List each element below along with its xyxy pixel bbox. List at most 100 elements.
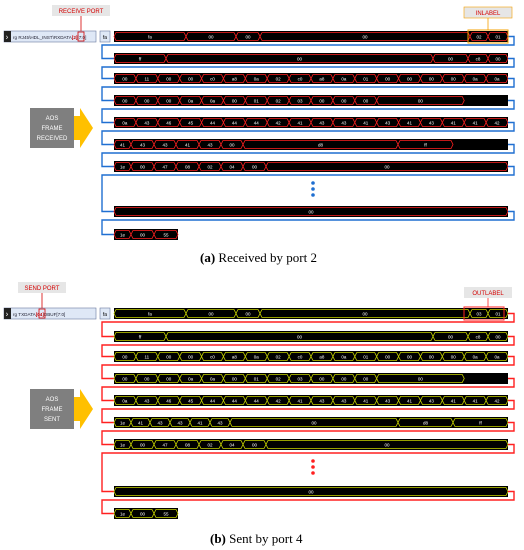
b-bus-value: 00 [448,335,454,340]
b-connector-line [101,443,515,493]
b-arrow-icon [74,389,93,429]
a-bus-value: 00 [495,57,501,62]
b-bus-value-shape [376,396,400,405]
a-bus-value-shape [485,74,509,83]
b-bus-value-shape [113,352,137,361]
a-bus-value: 1e [120,233,126,238]
b-trace-row-2 [114,331,508,342]
a-connector-line [101,77,515,102]
b-connector-line [101,421,515,446]
a-bus-value: 01 [363,77,369,82]
b-bus-value: ff [139,335,142,340]
a-bus-value-shape [220,162,244,171]
b-signal-port: [04] [36,312,45,317]
b-bus-value: 41 [451,399,457,404]
a-bus-value: 0a [122,121,128,126]
a-bus-value: 02 [276,99,282,104]
a-bus-value: 43 [140,143,146,148]
b-bus-value-shape [332,352,356,361]
b-bus-value-shape [265,440,509,449]
a-bus-value: d8 [318,143,324,148]
b-bus-value: 43 [144,399,150,404]
a-port-label-box [52,5,110,16]
b-bus-value: 41 [197,421,203,426]
a-bus-value: 00 [245,35,251,40]
a-bus-value-shape [113,74,137,83]
a-bus-value-shape [288,118,312,127]
a-bus-value-shape [157,74,181,83]
b-bus-value-shape [201,374,224,383]
a-bus-value-shape [113,96,137,105]
b-bus-value: 01 [254,377,260,382]
b-bus-value: fa [148,312,152,317]
a-bus-value-shape [113,162,132,171]
b-trace-row-9 [114,508,178,519]
a-bus-value: 43 [144,121,150,126]
a-bus-value: 0a [341,77,347,82]
b-bus-value-shape [179,396,203,405]
a-ellipsis-dot [311,193,315,197]
a-bus-value-shape [201,74,224,83]
a-bus-value: 0a [254,77,260,82]
b-bus-value-shape [354,374,378,383]
a-port-highlight [77,31,85,42]
a-bus-value-shape [179,74,203,83]
a-bus-value: 41 [120,143,126,148]
b-bus-value-shape [419,396,443,405]
a-bus-value: 00 [208,35,214,40]
a-bus-value: 00 [384,165,390,170]
a-bus-value: 01 [495,35,501,40]
a-bus-value-shape [441,74,465,83]
a-connector-line [101,210,515,236]
b-bus-value: 0a [188,377,194,382]
b-bus-value: 02 [207,443,213,448]
b-bus-value: 44 [232,399,238,404]
b-port-label: SEND PORT [25,286,60,292]
a-bus-value: 44 [232,121,238,126]
b-label-box [464,287,512,298]
a-bus-value: 01 [254,99,260,104]
b-bus-value-shape [266,352,290,361]
a-bus-value: 0a [473,77,479,82]
a-bus-value: 00 [418,99,424,104]
b-bus-value-shape [485,396,509,405]
b-bus-value-shape [244,352,268,361]
a-bus-value: 00 [407,77,413,82]
a-bus-value-shape [113,140,132,149]
caption-b: (b) Sent by port 4 [210,531,302,547]
a-bus-value-shape [419,118,443,127]
b-bus-value: 43 [385,399,391,404]
a-expand-icon [4,31,11,42]
b-bus-value: 1e [120,421,126,426]
b-bus-value: 00 [122,355,128,360]
a-connector-line [101,57,515,80]
b-bus-value: 00 [208,312,214,317]
a-bus-value: 00 [122,77,128,82]
a-bus-value-shape [135,96,159,105]
a-bus-value: ff [424,143,427,148]
a-bus-value-shape [244,96,268,105]
b-bus-value-shape [310,396,334,405]
a-connector-line [101,99,515,124]
a-bus-value-shape [354,96,378,105]
a-bus-value-shape [265,162,509,171]
b-connector-line [101,355,515,380]
a-bus-value-shape [398,74,421,83]
a-bus-value-shape [332,74,356,83]
a-bus-value-shape [432,54,469,63]
a-bus-value: 02 [276,77,282,82]
b-bus-value: 0a [495,355,501,360]
b-bus-value-shape [266,396,290,405]
a-bus-value: 00 [252,165,258,170]
b-bus-value: 0a [341,355,347,360]
b-bus-value-shape [310,352,334,361]
a-arrow-box [30,108,74,148]
a-ellipsis-dot [311,181,315,185]
b-bus-value: 00 [495,335,501,340]
caption-a-text: Received by port 2 [215,250,317,265]
a-bus-value-shape [332,118,356,127]
a-bus-value-shape [130,162,155,171]
b-bus-value: 00 [245,312,251,317]
b-bus-value: 04 [229,443,235,448]
b-bus-value-shape [130,440,155,449]
